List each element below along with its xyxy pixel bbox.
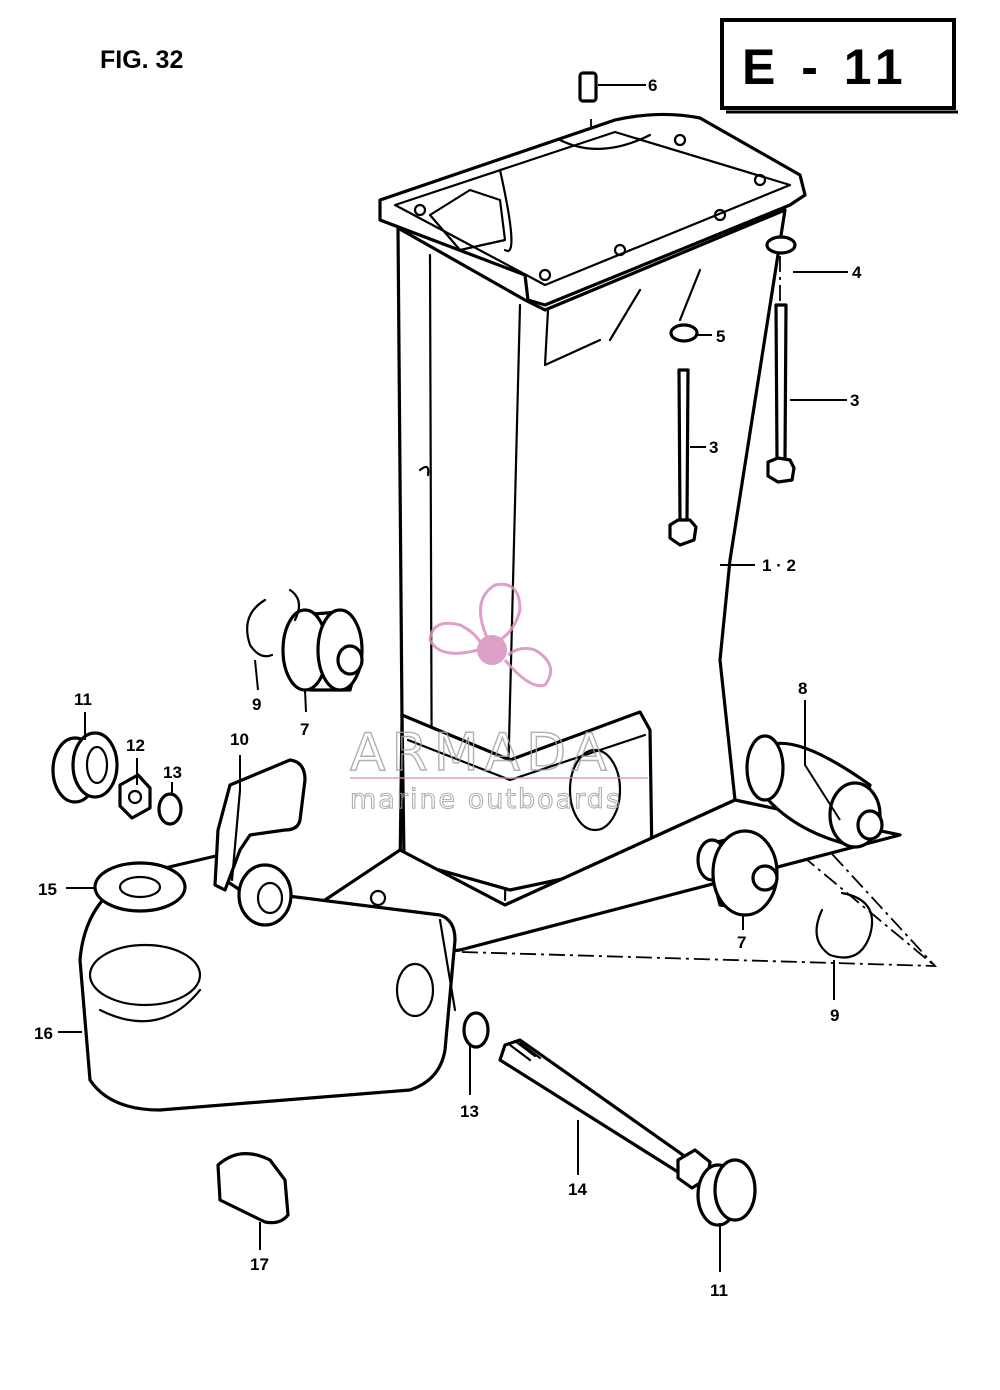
- callout-5: 5: [716, 327, 725, 346]
- callout-6: 6: [648, 76, 657, 95]
- figure-label: FIG. 32: [100, 46, 183, 74]
- lower-washer: [462, 1011, 490, 1049]
- callout-12: 12: [126, 736, 145, 755]
- upper-rubber-mount: [281, 608, 364, 692]
- bolt-right: [766, 303, 796, 484]
- bracket-washer: [93, 861, 187, 913]
- callout-labels: 6 4 5 3 3 1 · 2 8 7 9 9 7 10 11 12 13 15…: [34, 76, 862, 1300]
- callout-11-left: 11: [74, 690, 92, 709]
- washer-5: [669, 323, 699, 343]
- lower-bracket: [78, 853, 457, 1112]
- callout-3-right: 3: [850, 391, 859, 410]
- callout-3-center: 3: [709, 438, 718, 457]
- watermark-brand: ARMADA: [350, 723, 613, 783]
- upper-washer: [157, 792, 183, 826]
- left-grommet: [51, 731, 119, 804]
- callout-10: 10: [230, 730, 249, 749]
- washer-4: [765, 235, 797, 255]
- callout-9-lower: 9: [830, 1006, 839, 1025]
- nut: [118, 773, 152, 820]
- callout-4: 4: [852, 263, 862, 282]
- callout-1-2: 1 · 2: [762, 556, 796, 575]
- rubber-pad: [216, 1152, 290, 1225]
- lower-rubber-mount: [745, 734, 884, 849]
- callout-17: 17: [250, 1255, 269, 1274]
- lever: [213, 758, 307, 927]
- upper-circlip: [246, 588, 301, 658]
- callout-11-lower: 11: [710, 1281, 728, 1300]
- callout-7-upper: 7: [300, 720, 309, 739]
- callout-14: 14: [568, 1180, 587, 1199]
- dowel-pin: [578, 71, 598, 103]
- through-bolt: [498, 1038, 712, 1190]
- lower-rubber-mount-small: [696, 829, 779, 917]
- callout-9-upper: 9: [252, 695, 261, 714]
- lower-circlip: [815, 891, 874, 959]
- callout-13-lower: 13: [460, 1102, 479, 1121]
- callout-15: 15: [38, 880, 57, 899]
- bolt-center: [668, 368, 698, 547]
- lower-grommet: [696, 1158, 757, 1227]
- callout-13-upper: 13: [163, 763, 182, 782]
- watermark-tagline: marine outboards: [350, 784, 622, 815]
- drive-shaft-housing: [308, 112, 902, 964]
- watermark: ARMADA marine outboards: [349, 582, 648, 816]
- figure-code-box: E - 11: [720, 18, 958, 114]
- callout-8: 8: [798, 679, 807, 698]
- figure-code: E - 11: [742, 39, 909, 95]
- propeller-logo-icon: [428, 582, 553, 688]
- leader-lines: [58, 84, 848, 1272]
- callout-16: 16: [34, 1024, 53, 1043]
- callout-7-lower: 7: [737, 933, 746, 952]
